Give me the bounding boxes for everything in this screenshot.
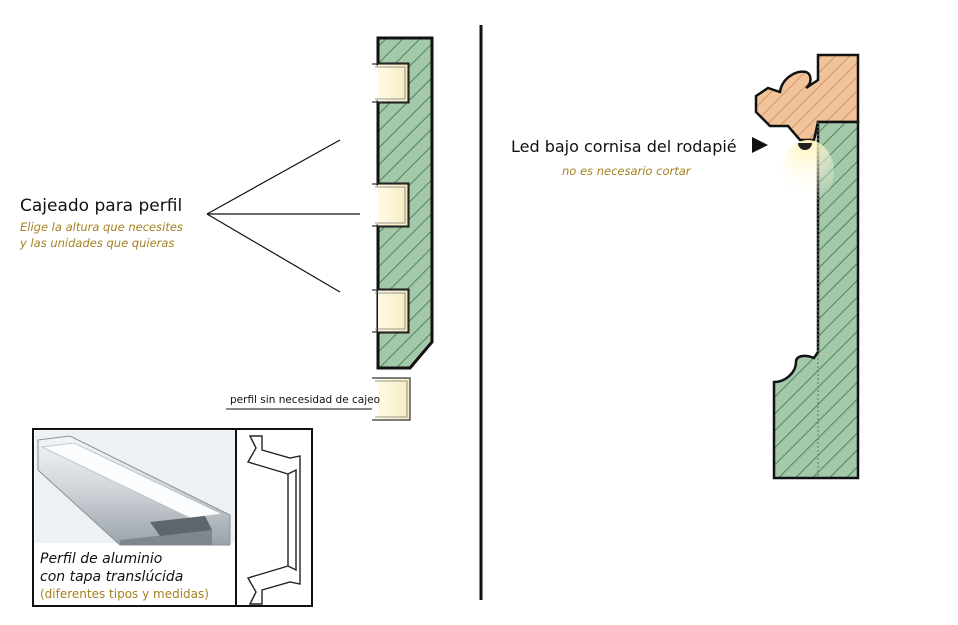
aluminium-profile-photo — [35, 431, 235, 546]
pointer-line-bottom — [206, 213, 341, 293]
cornice-subtitle: no es necesario cortar — [562, 164, 691, 178]
recess-subtitle-line2: y las unidades que quieras — [20, 236, 175, 250]
profile-cross-section — [246, 435, 301, 605]
pointer-line-top — [206, 139, 341, 215]
baseboard-recessed-section — [206, 36, 434, 421]
recess-subtitle-line1: Elige la altura que necesites — [20, 220, 183, 234]
recess-slot-bottom — [372, 289, 409, 333]
profile-caption-line3: (diferentes tipos y medidas) — [40, 587, 209, 601]
cornice-piece — [754, 53, 860, 142]
cornice-title: Led bajo cornisa del rodapié — [511, 137, 737, 156]
led-glow — [782, 140, 834, 204]
baseboard-cornice-section — [752, 53, 860, 480]
no-recess-label: perfil sin necesidad de cajeo — [230, 394, 380, 406]
baseboard-tall-body — [772, 120, 860, 480]
arrow-pointer-icon — [752, 137, 768, 153]
recess-slot-middle — [372, 183, 409, 227]
profile-caption-line2: con tapa translúcida — [40, 569, 184, 585]
recess-title: Cajeado para perfil — [20, 196, 183, 216]
surface-profile — [372, 377, 411, 421]
aluminium-profile-box — [32, 428, 313, 607]
recess-slot-top — [372, 63, 409, 103]
profile-caption-line1: Perfil de aluminio — [40, 551, 163, 567]
led-strip-icon — [798, 143, 812, 150]
